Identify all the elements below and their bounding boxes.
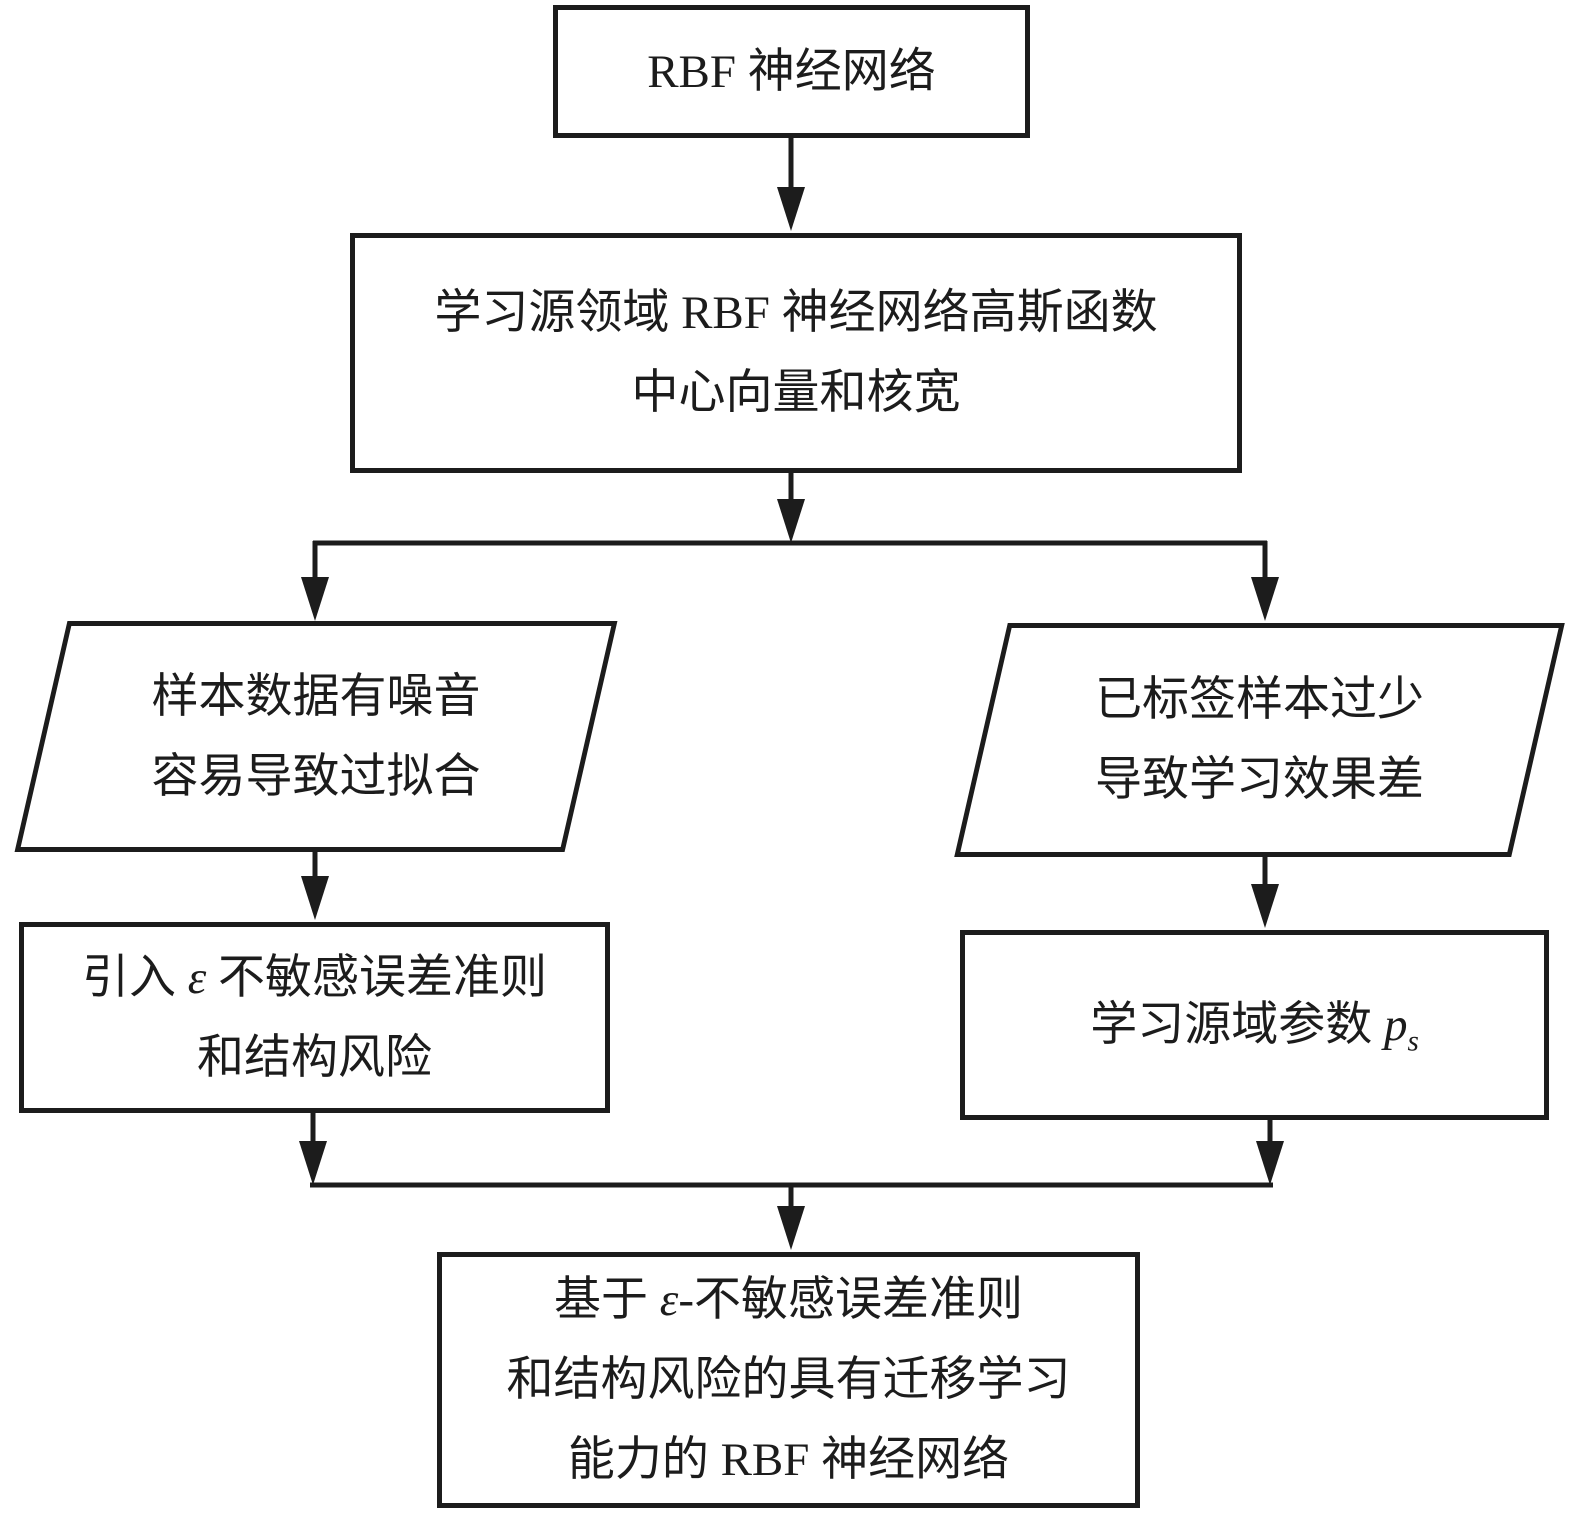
node-noisy-samples-line2: 容易导致过拟合 <box>151 750 481 803</box>
arrow-labels-to-params-head <box>1251 884 1279 928</box>
node-epsilon-criterion-line2: 和结构风险 <box>197 1031 432 1084</box>
node-rbf-label: RBF 神经网络 <box>647 45 936 98</box>
node-noisy-samples-line1: 样本数据有噪音 <box>151 670 481 723</box>
node-source-params: 学习源域参数 ps <box>960 930 1549 1120</box>
arrow-rbf-to-source-head <box>777 187 805 231</box>
arrow-noise-to-epsilon-head <box>301 876 329 920</box>
node-few-labeled-samples: 已标签样本过少 导致学习效果差 <box>981 623 1538 857</box>
epsilon-line-suffix: 不敏感误差准则 <box>206 951 548 1004</box>
node-epsilon-criterion: 引入 ε 不敏感误差准则 和结构风险 <box>19 922 610 1113</box>
node-few-labeled-samples-line2: 导致学习效果差 <box>1095 754 1424 806</box>
node-source-params-line: 学习源域参数 ps <box>1090 985 1419 1065</box>
node-few-labeled-samples-line1: 已标签样本过少 <box>1095 674 1424 726</box>
final-epsilon-symbol: ε <box>659 1274 679 1326</box>
arrow-params-to-merge-head <box>1256 1141 1284 1185</box>
node-source-learning-line2: 中心向量和核宽 <box>631 367 961 419</box>
final-line1-prefix: 基于 <box>554 1274 660 1326</box>
node-final-network-line3: 能力的 RBF 神经网络 <box>567 1434 1010 1486</box>
arrow-epsilon-to-merge-head <box>299 1141 327 1185</box>
p-symbol: p <box>1383 999 1408 1051</box>
arrow-split-to-labels-head <box>1251 577 1279 621</box>
source-params-prefix: 学习源域参数 <box>1090 999 1384 1051</box>
node-final-network-line2: 和结构风险的具有迁移学习 <box>506 1354 1071 1406</box>
p-subscript: s <box>1407 1025 1419 1058</box>
arrow-source-to-split-head <box>777 499 805 543</box>
final-line1-suffix: -不敏感误差准则 <box>678 1274 1023 1326</box>
epsilon-line-prefix: 引入 <box>81 951 188 1004</box>
arrow-merge-to-final-head <box>777 1206 805 1250</box>
node-rbf-neural-network: RBF 神经网络 <box>553 5 1030 138</box>
node-source-learning: 学习源领域 RBF 神经网络高斯函数 中心向量和核宽 <box>350 233 1242 473</box>
node-final-network-line1: 基于 ε-不敏感误差准则 <box>554 1260 1023 1340</box>
epsilon-symbol: ε <box>187 951 207 1004</box>
node-noisy-samples: 样本数据有噪音 容易导致过拟合 <box>41 621 591 852</box>
node-final-network: 基于 ε-不敏感误差准则 和结构风险的具有迁移学习 能力的 RBF 神经网络 <box>437 1252 1140 1508</box>
arrow-split-to-noise-head <box>301 577 329 621</box>
node-source-learning-line1: 学习源领域 RBF 神经网络高斯函数 <box>434 287 1158 339</box>
node-epsilon-criterion-line1: 引入 ε 不敏感误差准则 <box>82 938 547 1018</box>
